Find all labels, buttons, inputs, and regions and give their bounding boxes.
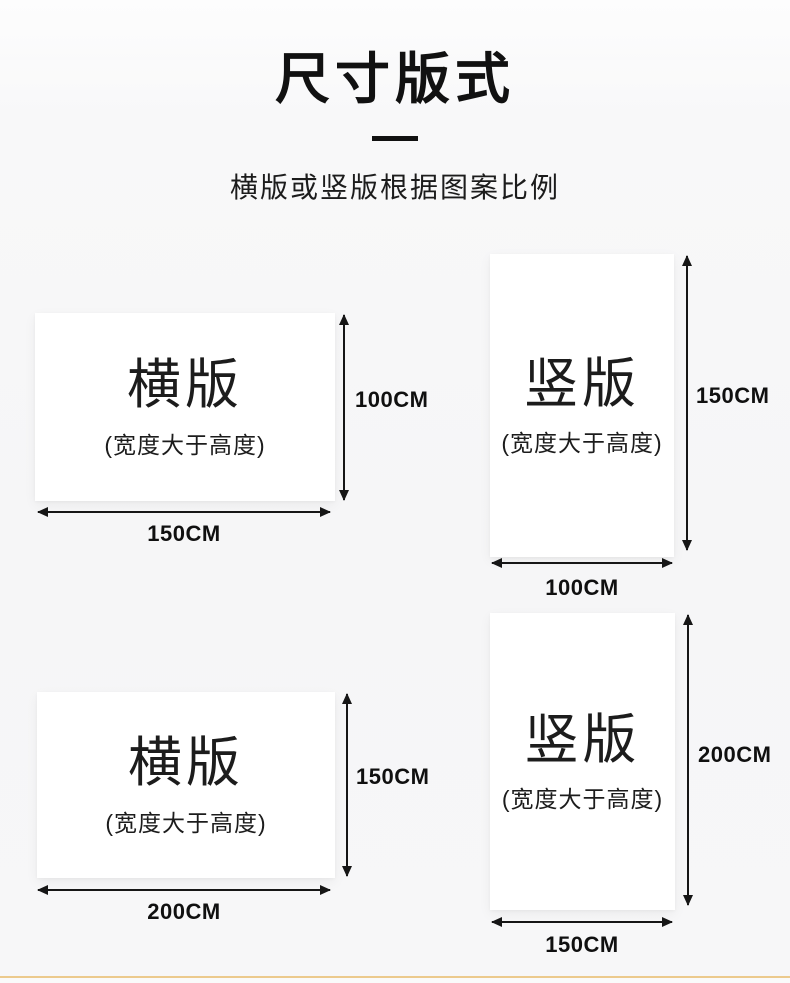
panel-portrait-100x150: 竖版 (宽度大于高度): [490, 254, 674, 557]
vertical-dimension-arrow-icon: [687, 615, 689, 905]
panel-portrait-150x200: 竖版 (宽度大于高度): [490, 613, 675, 910]
orientation-note: (宽度大于高度): [105, 809, 267, 836]
horizontal-dimension-arrow-icon: [38, 511, 330, 513]
orientation-note: (宽度大于高度): [501, 786, 664, 813]
horizontal-dimension-arrow-icon: [492, 562, 672, 564]
orientation-label: 横版: [127, 355, 243, 416]
width-dimension-label: 100CM: [545, 575, 619, 600]
orientation-label: 横版: [128, 733, 244, 794]
bottom-strip: [0, 978, 790, 983]
width-dimension-label: 200CM: [147, 899, 221, 924]
panel-landscape-200x150: 横版 (宽度大于高度): [37, 692, 335, 878]
orientation-note: (宽度大于高度): [501, 430, 663, 457]
vertical-dimension-arrow-icon: [343, 315, 345, 500]
orientation-label: 竖版: [524, 353, 640, 414]
horizontal-dimension-arrow-icon: [492, 921, 672, 923]
width-dimension-label: 150CM: [545, 932, 619, 957]
height-dimension-label: 200CM: [698, 742, 772, 767]
width-dimension-label: 150CM: [147, 521, 221, 546]
vertical-dimension-arrow-icon: [686, 256, 688, 550]
page-subtitle: 横版或竖版根据图案比例: [229, 172, 560, 203]
bottom-accent-line: [0, 976, 790, 978]
horizontal-dimension-arrow-icon: [38, 889, 330, 891]
vertical-dimension-arrow-icon: [346, 694, 348, 876]
orientation-label: 竖版: [524, 709, 641, 770]
orientation-note: (宽度大于高度): [104, 431, 266, 458]
height-dimension-label: 100CM: [355, 387, 429, 412]
page-title: 尺寸版式: [274, 48, 515, 110]
height-dimension-label: 150CM: [356, 764, 430, 789]
title-divider: [372, 136, 418, 141]
panel-landscape-150x100: 横版 (宽度大于高度): [35, 313, 335, 501]
height-dimension-label: 150CM: [696, 383, 770, 408]
